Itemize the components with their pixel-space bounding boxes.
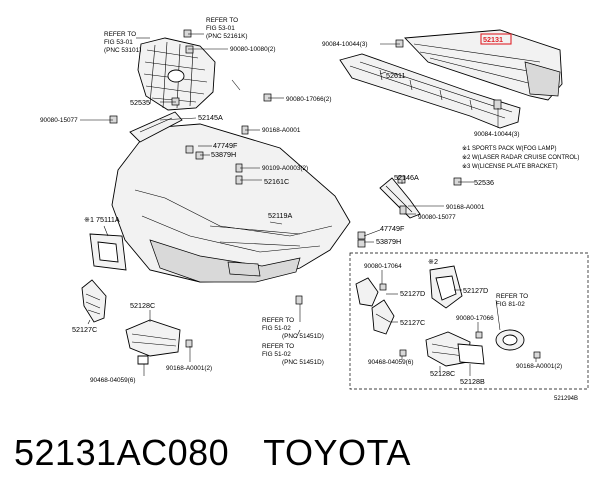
callout-refer-51-02b-l2: FIG 51-02 [262,351,291,358]
callout-90168-a0001: 90168-A0001 [262,127,301,134]
callout-refer-51-02b-l1: REFER TO [262,343,294,350]
callout-refer-53-01-l1: REFER TO [104,31,136,38]
callout-52119a: 52119A [268,211,292,220]
callout-52131-highlight: 52131 [483,35,503,44]
callout-90084-10044-right: 90084-10044(3) [474,131,519,138]
bumper-reinforcement-52131 [404,29,563,101]
callout-refer-51-02a-l2: FIG 51-02 [262,325,291,332]
callout-52161c: 52161C [264,177,289,186]
callout-53879h: 53879H [211,150,236,159]
part-caption: 52131AC080 TOYOTA [14,432,411,474]
callout-refer-52161k-l2: FIG 53-01 [206,25,235,32]
figure-code: 521294B [554,396,578,402]
callout-52127c: 52127C [72,325,97,334]
inset-callout-52127c: 52127C [400,318,425,327]
parts-diagram: REFER TO FIG 53-01 (PNC 53101) REFER TO … [40,17,589,402]
license-plate-bracket [89,233,127,271]
inset-refer-81-02-l1: REFER TO [496,293,528,300]
radiator-grille [137,37,216,111]
part-number: 52131AC080 [14,432,230,473]
inset-callout-52127d-a: 52127D [400,289,425,298]
callout-refer-53-01-l2: FIG 53-01 [104,39,133,46]
callout-refer-53-01-l3: (PNC 53101) [104,47,141,54]
callout-52535: 52535 [130,98,150,107]
callout-90109-a0003: 90109-A0003(2) [262,165,308,172]
note-line-3: ※3 W(LICENSE PLATE BRACKET) [462,163,558,170]
callout-90080-17066: 90080-17066(2) [286,96,331,103]
brand-name: TOYOTA [263,432,411,473]
leader-lines [80,33,499,376]
inset-callout-90080-17066: 90080-17066 [456,315,494,322]
callout-52536: 52536 [474,178,494,187]
inset-callout-90468: 90468-04059(6) [368,359,413,366]
callout-90168-a0001-2: 90168-A0001(2) [166,365,212,372]
inset-note-2: ※2 [428,257,438,266]
callout-52145a: 52145A [198,113,223,122]
callout-75111a: ※1 75111A [84,215,120,224]
bumper-bracket-52146a [379,177,421,219]
callout-90084-10044-left: 90084-10044(3) [322,41,367,48]
inset-callout-52128c: 52128C [430,369,455,378]
inset-callout-52128b: 52128B [460,377,485,386]
callout-47749f-b: 47749F [380,224,405,233]
callout-52146a: 52146A [394,173,419,182]
callout-53879h-b: 53879H [376,237,401,246]
inset-callout-52127d-b: 52127D [463,286,488,295]
front-bumper-cover [111,123,351,283]
callout-90168-a0001-b: 90168-A0001 [446,204,485,211]
note-line-2: ※2 W(LASER RADAR CRUISE CONTROL) [462,154,579,161]
callout-refer-51-02b-l3: (PNC 51451D) [282,359,324,366]
inset-panel [349,252,589,390]
lower-grille-left [125,319,181,365]
inset-callout-90168: 90168-A0001(2) [516,363,562,370]
callout-90080-15077-b: 90080-15077 [418,214,456,221]
callout-90468-04059: 90468-04059(6) [90,377,135,384]
inset-callout-90080-17064: 90080-17064 [364,263,402,270]
note-line-1: ※1 SPORTS PACK W(FOG LAMP) [462,145,557,152]
part-highlight-box [480,33,512,45]
callout-refer-51-02a-l3: (PNC 51451D) [282,333,324,340]
callout-refer-51-02a-l1: REFER TO [262,317,294,324]
callout-52611: 52611 [386,71,405,80]
callout-90080-15077: 90080-15077 [40,117,78,124]
callout-refer-52161k-l1: REFER TO [206,17,238,24]
callout-52128c: 52128C [130,301,155,310]
callout-refer-52161k-l3: (PNC 52161K) [206,33,248,40]
callout-47749f: 47749F [213,141,238,150]
fog-lamp-cover-left [81,279,107,323]
callout-90080-10080: 90080-10080(2) [230,46,275,53]
inset-refer-81-02-l2: FIG 81-02 [496,301,525,308]
